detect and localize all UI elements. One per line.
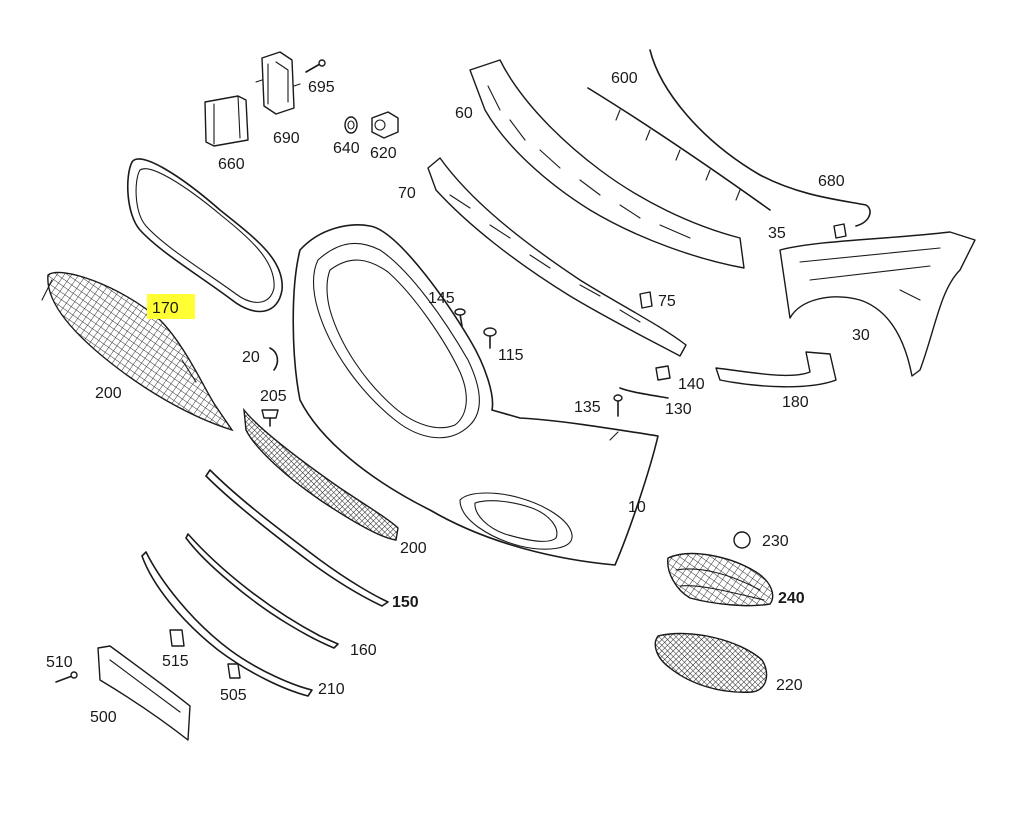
label-200-left: 200 — [95, 385, 122, 402]
label-170: 170 — [152, 300, 179, 317]
part-640-grommet — [344, 116, 358, 134]
part-230-clip — [733, 531, 751, 549]
label-205: 205 — [260, 388, 287, 405]
part-170-grille-frame — [127, 158, 283, 313]
label-660: 660 — [218, 156, 245, 173]
part-160-trim — [185, 533, 339, 649]
part-150-trim-strip — [205, 469, 389, 607]
part-60-impact-absorber — [469, 59, 745, 269]
label-500: 500 — [90, 709, 117, 726]
part-180-bracket — [715, 351, 837, 388]
label-200-center: 200 — [400, 540, 427, 557]
label-115: 115 — [498, 347, 524, 364]
part-20-clip — [269, 347, 279, 371]
part-210-lip — [141, 551, 313, 697]
part-35-clip — [833, 223, 847, 239]
part-30-side-bracket — [779, 231, 976, 377]
leader-lines — [609, 431, 619, 441]
label-30: 30 — [852, 327, 870, 344]
label-180: 180 — [782, 394, 809, 411]
label-620: 620 — [370, 145, 397, 162]
highlight-170 — [147, 294, 195, 319]
label-600: 600 — [611, 70, 638, 87]
label-70: 70 — [398, 185, 416, 202]
part-240-grille-insert — [667, 552, 774, 607]
label-160: 160 — [350, 642, 377, 659]
part-510-screw — [55, 671, 78, 683]
label-10: 10 — [628, 499, 646, 516]
label-145: 145 — [428, 290, 455, 307]
part-205-fastener — [261, 409, 279, 427]
part-500-license-bracket — [97, 645, 191, 741]
label-680: 680 — [818, 173, 845, 190]
part-515-clip-nut — [169, 629, 185, 647]
part-115-screw — [483, 327, 497, 349]
label-60: 60 — [455, 105, 473, 122]
label-150: 150 — [392, 594, 419, 611]
part-695-screw — [305, 59, 326, 73]
part-130-trim — [619, 387, 669, 399]
label-640: 640 — [333, 140, 360, 157]
part-200-center-grille — [243, 407, 399, 541]
part-505-clip-nut — [227, 663, 241, 679]
label-210: 210 — [318, 681, 345, 698]
label-690: 690 — [273, 130, 300, 147]
label-515: 515 — [162, 653, 189, 670]
part-70-reinforcement — [427, 157, 687, 357]
part-200-lower-grille — [41, 271, 234, 432]
label-20: 20 — [242, 349, 260, 366]
part-75-bracket — [639, 291, 653, 309]
label-140: 140 — [678, 376, 705, 393]
part-680-cable — [649, 49, 871, 227]
label-135: 135 — [574, 399, 601, 416]
part-600-wiring-harness — [587, 87, 771, 211]
part-135-screw — [613, 394, 623, 417]
label-240: 240 — [778, 590, 805, 607]
label-35: 35 — [768, 225, 786, 242]
label-130: 130 — [665, 401, 692, 418]
part-660-control-unit — [204, 95, 249, 147]
label-695: 695 — [308, 79, 335, 96]
part-140-clip — [655, 365, 671, 381]
label-220: 220 — [776, 677, 803, 694]
label-510: 510 — [46, 654, 73, 671]
part-220-lower-insert — [654, 632, 768, 693]
label-230: 230 — [762, 533, 789, 550]
label-505: 505 — [220, 687, 247, 704]
part-620-parking-sensor — [371, 111, 399, 139]
part-145-screw — [454, 308, 466, 327]
part-10-bumper-cover — [292, 224, 659, 566]
label-75: 75 — [658, 293, 676, 310]
part-690-sensor-bracket — [255, 51, 301, 115]
